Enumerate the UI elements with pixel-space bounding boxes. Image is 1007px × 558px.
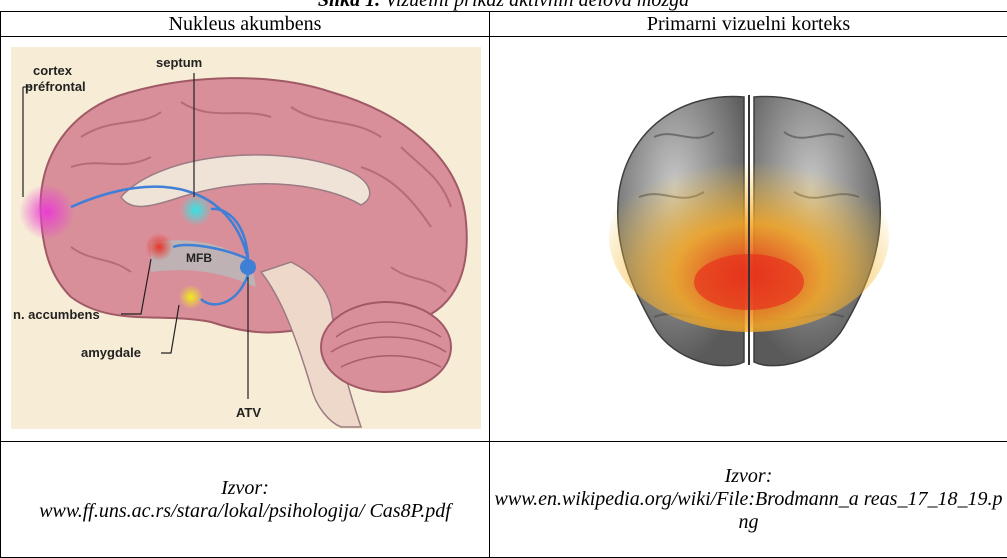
prefrontal-spot bbox=[19, 184, 75, 240]
figure-caption-label: Slika 1. bbox=[318, 0, 380, 11]
figure-caption: Slika 1. Vizuelni prikaz aktivnih delova… bbox=[0, 0, 1007, 11]
label-cortex: cortex bbox=[33, 63, 73, 78]
label-mfb: MFB bbox=[186, 251, 212, 265]
figure-caption-text: Vizuelni prikaz aktivnih delova mozga bbox=[380, 0, 689, 11]
accumbens-spot bbox=[145, 233, 173, 261]
nucleus-accumbens-image-cell: cortex préfrontal septum MFB n. accumben… bbox=[1, 37, 490, 442]
column-header-right: Primarni vizuelni korteks bbox=[490, 12, 1007, 37]
label-amygdale: amygdale bbox=[81, 345, 141, 360]
figure-table: Nukleus akumbens Primarni vizuelni korte… bbox=[0, 11, 1007, 558]
atv-node bbox=[240, 259, 256, 275]
label-prefrontal: préfrontal bbox=[25, 79, 86, 94]
column-header-left: Nukleus akumbens bbox=[1, 12, 490, 37]
source-url-right[interactable]: www.en.wikipedia.org/wiki/File:Brodmann_… bbox=[490, 488, 1007, 534]
amygdale-spot bbox=[179, 285, 203, 309]
label-septum: septum bbox=[156, 55, 202, 70]
source-label-right: Izvor: bbox=[490, 465, 1007, 488]
visual-cortex-illustration bbox=[584, 77, 914, 377]
visual-cortex-image-cell bbox=[490, 37, 1007, 442]
source-cell-right: Izvor: www.en.wikipedia.org/wiki/File:Br… bbox=[490, 442, 1007, 558]
label-atv: ATV bbox=[236, 405, 261, 420]
label-accumbens: n. accumbens bbox=[13, 307, 100, 322]
source-url-left[interactable]: www.ff.uns.ac.rs/stara/lokal/psihologija… bbox=[1, 500, 489, 523]
source-cell-left: Izvor: www.ff.uns.ac.rs/stara/lokal/psih… bbox=[1, 442, 490, 558]
source-label-left: Izvor: bbox=[1, 477, 489, 500]
nucleus-accumbens-illustration: cortex préfrontal septum MFB n. accumben… bbox=[11, 47, 481, 429]
